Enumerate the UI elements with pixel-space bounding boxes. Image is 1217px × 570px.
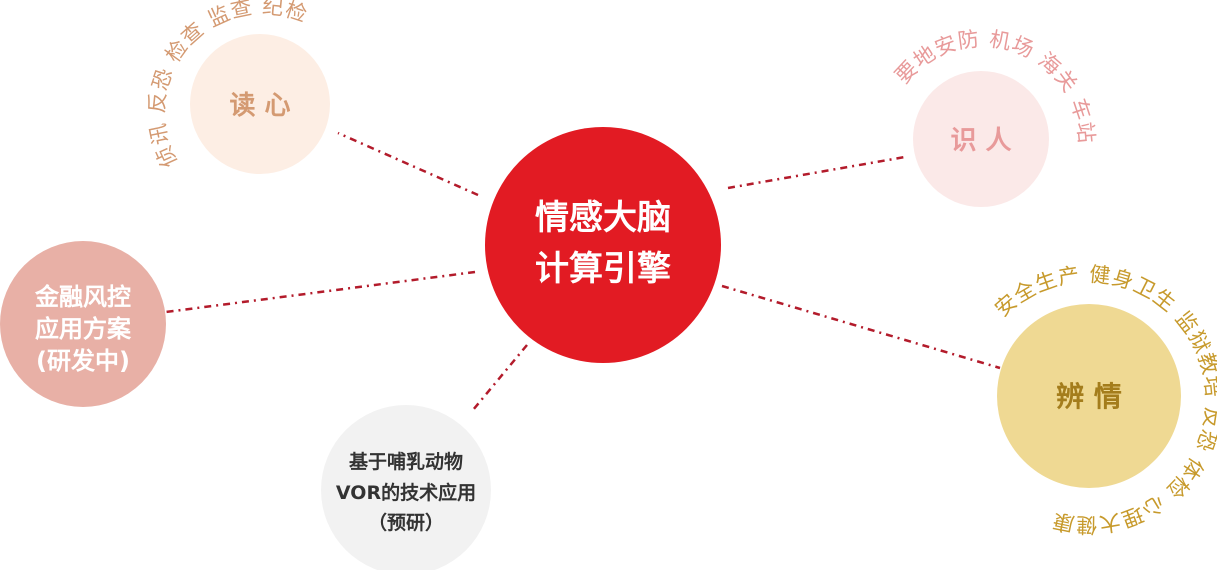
center-line-1: 情感大脑 <box>535 198 671 238</box>
connector-read-mind <box>337 131 479 197</box>
connector-vor <box>472 344 528 411</box>
read-mind-label: 读 心 <box>229 91 290 121</box>
vor-line-3: （预研） <box>368 511 444 534</box>
finance-line-1: 金融风控 <box>34 283 131 311</box>
vor-line-1: 基于哺乳动物 <box>348 450 463 473</box>
finance-line-2: 应用方案 <box>35 315 132 343</box>
vor-line-2: VOR的技术应用 <box>336 481 476 504</box>
node-identify: 识 人 要地安防 机场 海关 车站 <box>891 27 1097 207</box>
center-line-2: 计算引擎 <box>535 249 671 289</box>
node-vor: 基于哺乳动物 VOR的技术应用 （预研） <box>321 405 491 570</box>
node-discern: 辨 情 安全生产 健身卫生 监狱教培 反恐 体检 心理大健康 <box>990 262 1217 537</box>
node-finance: 金融风控 应用方案 (研发中) <box>0 241 166 407</box>
finance-line-3: (研发中) <box>36 347 130 375</box>
connector-identify <box>727 155 906 190</box>
center-node: 情感大脑 计算引擎 <box>485 127 721 363</box>
discern-label: 辨 情 <box>1056 380 1122 413</box>
connector-discern <box>721 284 1001 370</box>
node-read-mind: 读 心 侦讯 反恐 检查 监查 纪检 <box>145 0 330 174</box>
connectors <box>165 131 1001 411</box>
identify-label: 识 人 <box>950 126 1011 156</box>
connector-finance <box>165 270 476 314</box>
